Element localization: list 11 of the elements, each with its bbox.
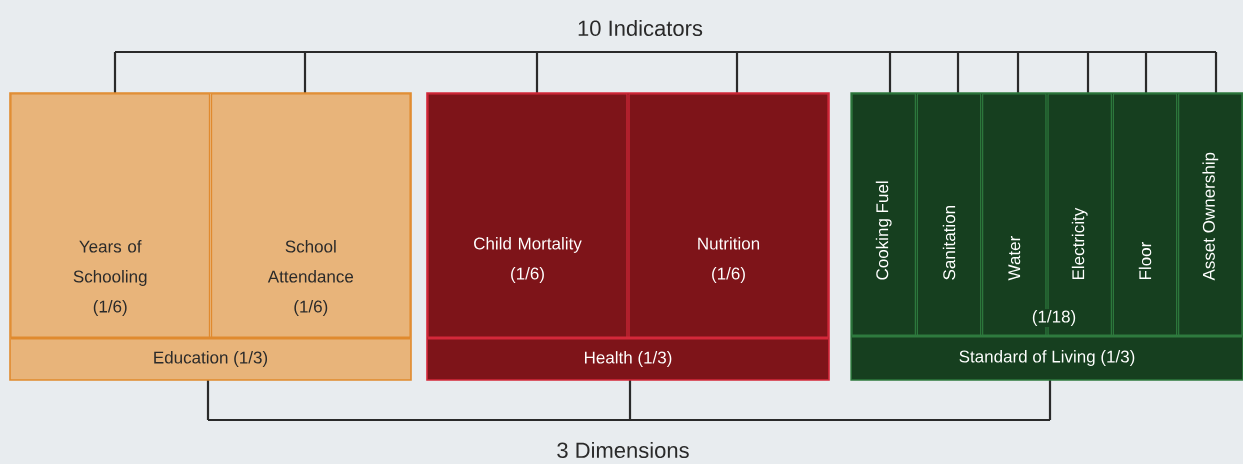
heading: 10 Indicators [578,19,703,37]
weight-label: (1/18) [1030,309,1078,327]
indicator-box: Years of Schooling (1/6) [10,93,211,338]
indicator-box: Child Mortality (1/6) [427,93,628,338]
indicator-box: Asset Ownership [1178,93,1243,336]
indicator-box: Nutrition (1/6) [628,93,829,338]
indicator-box: Cooking Fuel [851,93,916,336]
heading: 3 Dimensions [557,441,689,459]
indicator-box: Sanitation [916,93,982,336]
indicator-box: School Attendance (1/6) [210,93,411,338]
indicator-box: Floor [1112,93,1178,336]
